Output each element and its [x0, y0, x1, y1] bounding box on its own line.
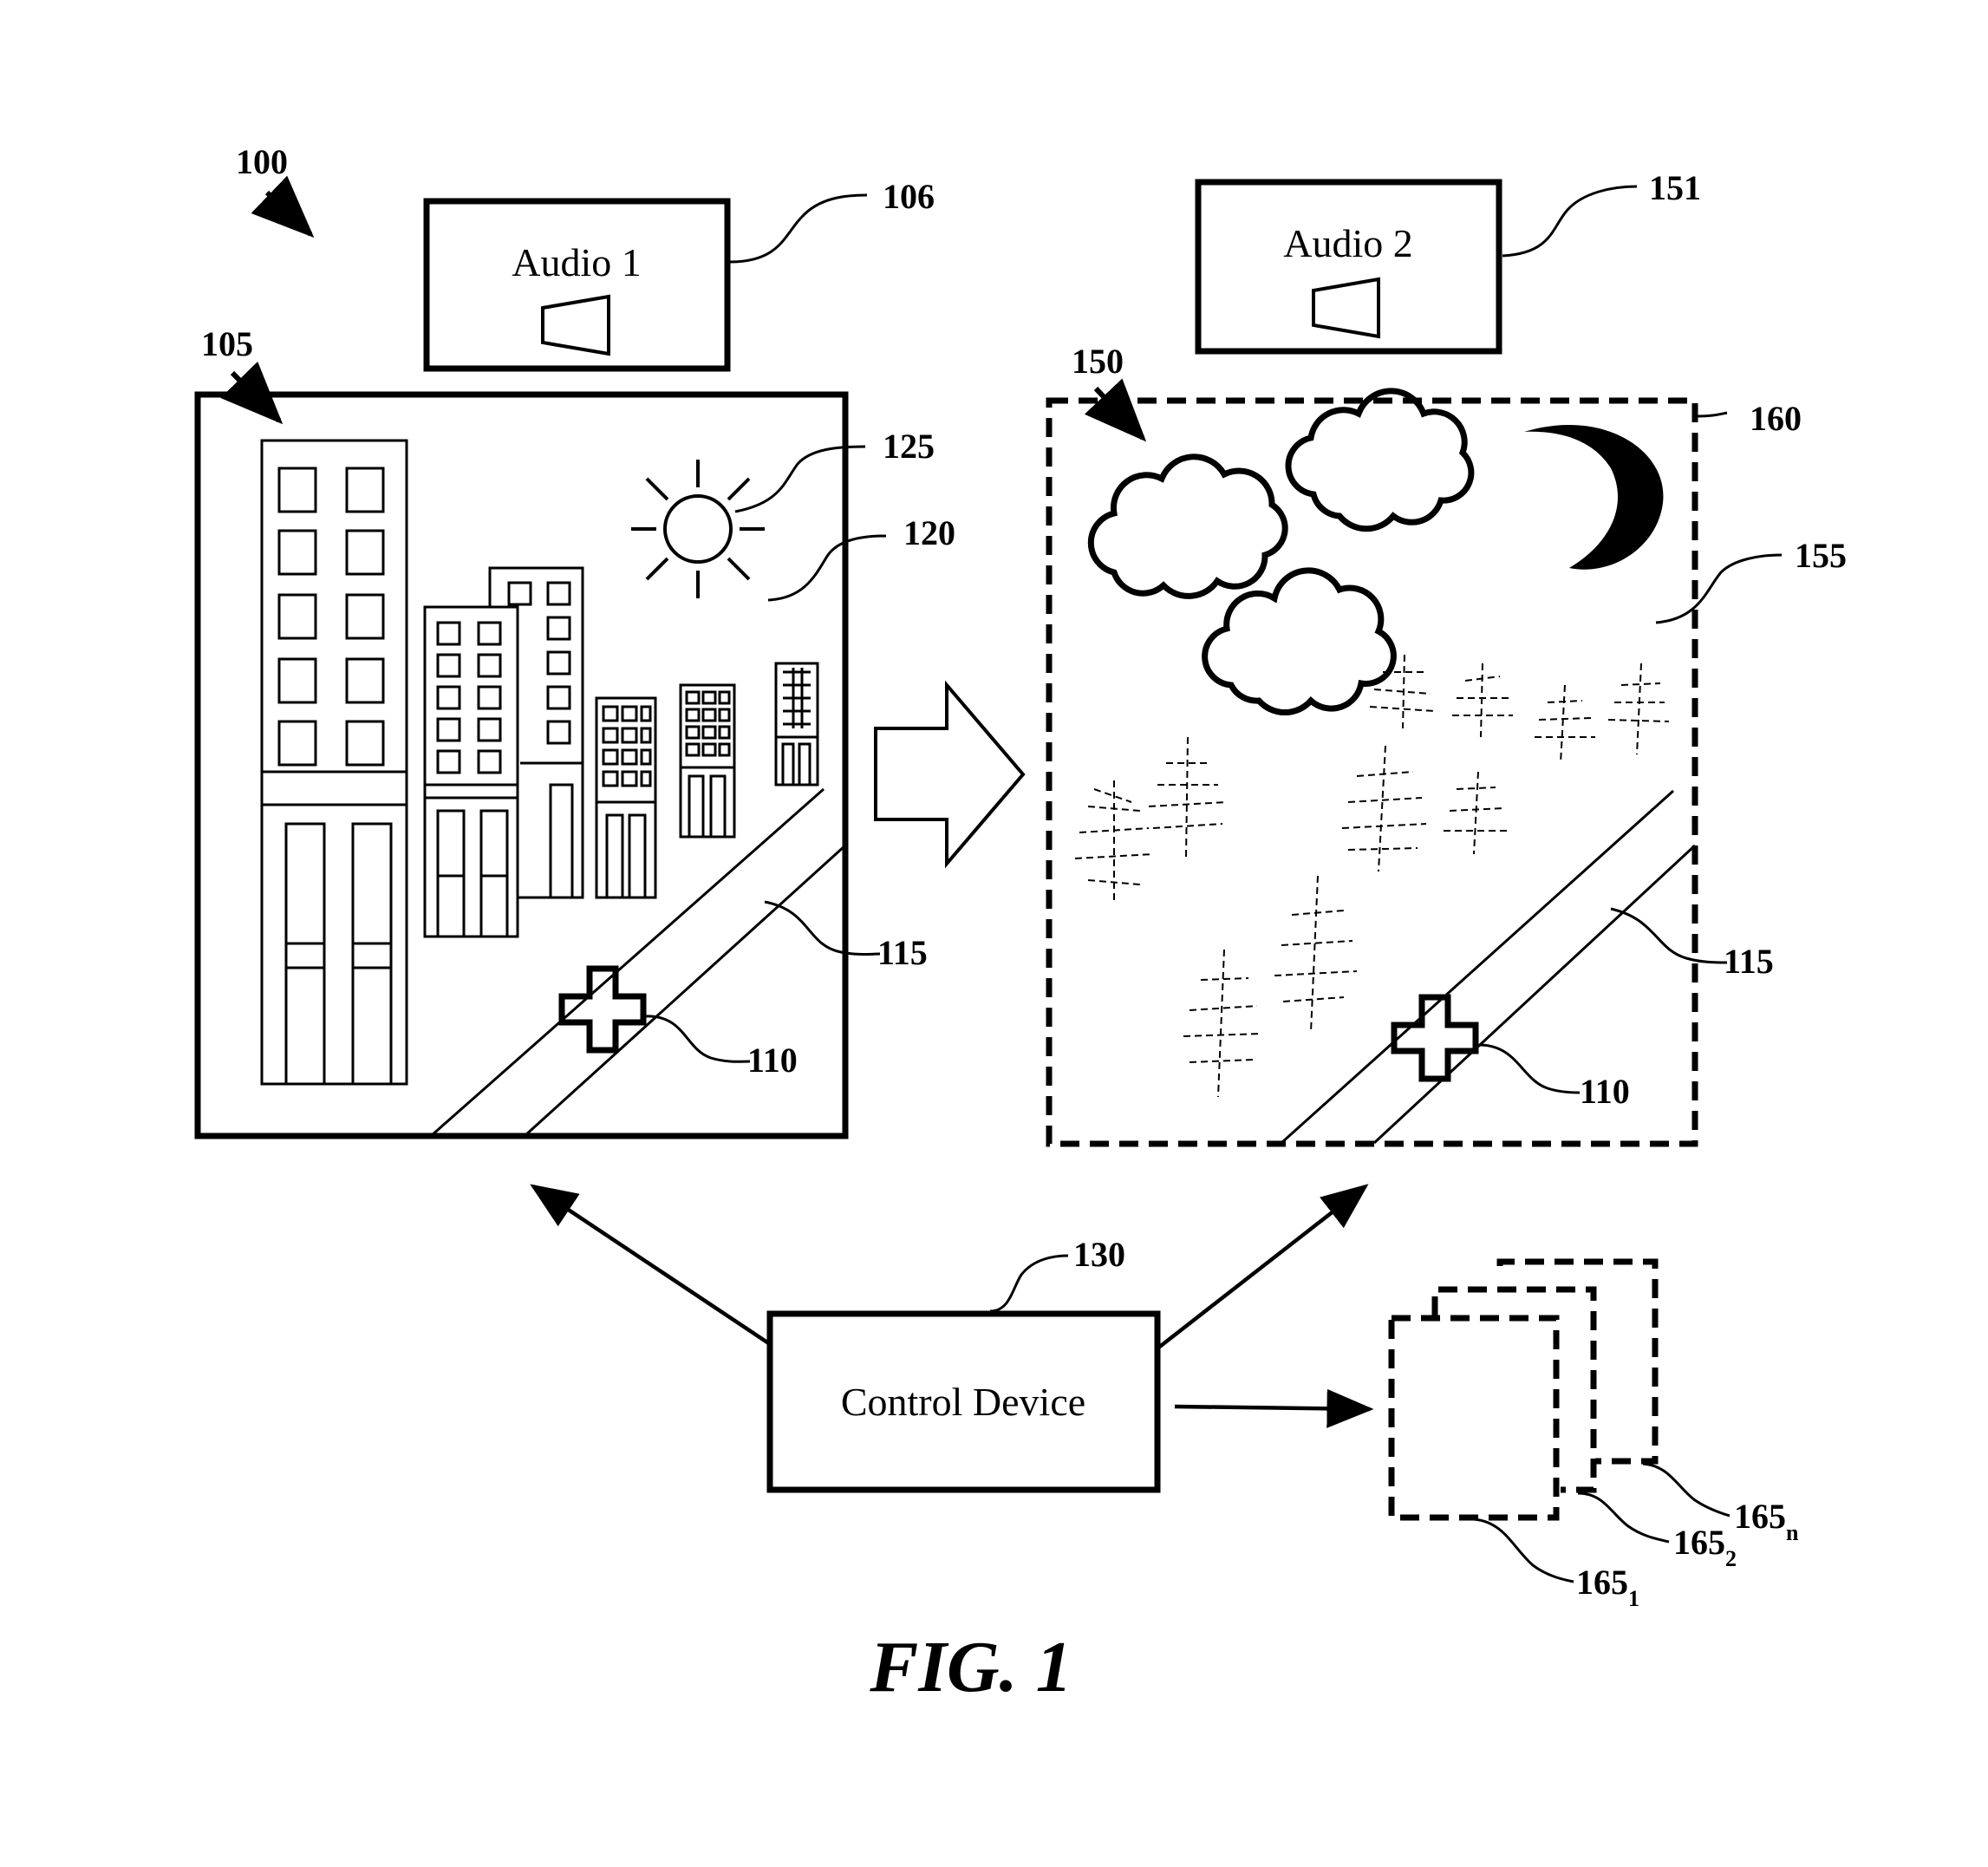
- tree-icon: [1535, 684, 1595, 764]
- tall-building: [260, 439, 408, 1086]
- figure-caption: FIG. 1: [869, 1627, 1072, 1707]
- ref-115-leader-right: [1610, 907, 1728, 964]
- audio1-label: Audio 1: [512, 240, 642, 284]
- ref-130-label: 130: [1073, 1235, 1125, 1274]
- ref-125-label: 125: [883, 427, 935, 466]
- cloud-icon: [1202, 567, 1397, 715]
- building-small-3: [774, 662, 819, 787]
- audio2-box: Audio 2: [1195, 179, 1502, 355]
- ref-110-label-right: 110: [1580, 1072, 1630, 1111]
- audio1-box: Audio 1: [423, 198, 731, 372]
- cloud-icon: [1285, 388, 1475, 532]
- road-edge-upper-2: [1280, 789, 1675, 1145]
- transition-arrow: [874, 680, 1026, 869]
- speaker-icon: [541, 294, 610, 356]
- ref-100-label: 100: [236, 142, 288, 181]
- ref-115-label-left: 115: [877, 933, 928, 972]
- ref-125-leader: [734, 445, 866, 513]
- ref-110-leader-left: [644, 1015, 751, 1063]
- tree-icon: [1452, 663, 1513, 738]
- ref-105-arrow: [220, 361, 284, 425]
- building-back: [488, 566, 584, 899]
- arrow-to-layers: [1174, 1388, 1374, 1428]
- building-small-1: [595, 696, 657, 899]
- sun-icon: [631, 460, 765, 598]
- ref-1651-label: 1651: [1576, 1563, 1639, 1611]
- tree-icon: [1274, 875, 1358, 1033]
- ref-106-leader: [729, 193, 868, 264]
- ref-100-arrow: [251, 175, 315, 238]
- control-device-label: Control Device: [841, 1380, 1085, 1424]
- control-device-box: Control Device: [766, 1310, 1161, 1493]
- road-edge-lower-2: [1372, 844, 1697, 1145]
- first-scene: [194, 391, 849, 1139]
- first-scene-frame: [194, 391, 849, 1139]
- ref-151-leader: [1502, 185, 1638, 258]
- layer-stack: [1388, 1258, 1659, 1521]
- ref-165n-leader: [1642, 1462, 1731, 1518]
- moon-icon: [1524, 425, 1664, 570]
- ref-1652-leader: [1577, 1492, 1670, 1544]
- tree-icon: [1341, 745, 1427, 872]
- ref-155-label: 155: [1795, 536, 1847, 575]
- ref-120-leader: [767, 534, 887, 602]
- ref-150-arrow: [1084, 378, 1147, 442]
- arrow-to-second-scene: [1156, 1184, 1369, 1350]
- road-edge-lower: [523, 844, 847, 1138]
- layer-1: [1388, 1315, 1560, 1521]
- arrow-to-first-scene: [530, 1184, 772, 1346]
- ref-115-leader-left: [764, 900, 881, 956]
- ref-160-label: 160: [1750, 399, 1802, 438]
- ref-106-label: 106: [883, 177, 935, 216]
- layer-2: [1431, 1286, 1597, 1493]
- ref-151-label: 151: [1649, 168, 1701, 207]
- tree-icon: [1369, 654, 1436, 729]
- ref-1652-label: 1652: [1673, 1523, 1737, 1571]
- ref-155-leader: [1655, 553, 1783, 624]
- ref-120-label: 120: [903, 513, 955, 552]
- building-front-left: [423, 605, 519, 938]
- building-small-2: [679, 683, 736, 839]
- speaker-icon: [1312, 277, 1380, 339]
- second-scene: [1046, 388, 1698, 1147]
- tree-icon: [1607, 663, 1670, 755]
- road-edge-upper: [430, 787, 825, 1138]
- audio2-label: Audio 2: [1283, 221, 1413, 265]
- tree-icon: [1183, 949, 1262, 1098]
- ref-110-label-left: 110: [747, 1041, 798, 1080]
- ref-150-label: 150: [1072, 342, 1124, 381]
- ref-115-label-right: 115: [1724, 942, 1774, 981]
- ref-110-leader-right: [1478, 1043, 1581, 1094]
- ref-105-label: 105: [201, 324, 253, 363]
- ref-1651-leader: [1473, 1518, 1574, 1583]
- ref-160-leader: [1697, 411, 1728, 418]
- tree-icon: [1444, 771, 1509, 855]
- second-scene-dashed-frame: [1046, 397, 1698, 1147]
- cloud-icon: [1087, 454, 1288, 599]
- ref-165n-label: 165n: [1734, 1497, 1799, 1545]
- tree-icon: [1148, 736, 1228, 859]
- layer-n: [1496, 1258, 1659, 1465]
- ref-130-leader: [989, 1254, 1069, 1313]
- ambulance-cross-icon: [558, 965, 647, 1054]
- tree-icon: [1074, 780, 1154, 902]
- ambulance-cross-icon: [1391, 994, 1479, 1082]
